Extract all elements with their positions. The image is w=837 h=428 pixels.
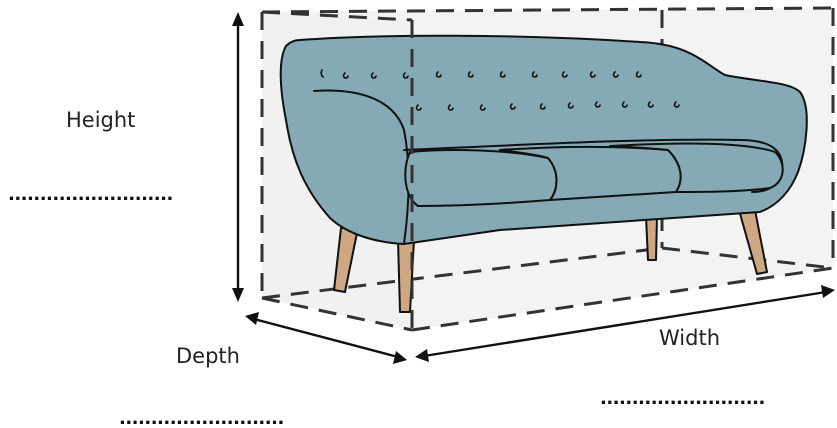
bounding-box-front-edges — [260, 6, 835, 332]
depth-answer-blank[interactable]: .......................... — [119, 408, 284, 428]
sofa-tufting — [320, 69, 680, 111]
height-label: Height — [66, 108, 136, 132]
width-answer-blank[interactable]: .......................... — [600, 388, 765, 409]
arrowhead-icon — [232, 12, 244, 26]
height-answer-blank[interactable]: .......................... — [8, 184, 173, 205]
sofa-arm-left — [313, 89, 410, 245]
arrowhead-icon — [415, 349, 429, 362]
width-arrow — [423, 290, 827, 358]
depth-arrow — [253, 317, 399, 359]
sofa-cushion — [609, 142, 784, 193]
sofa-leg — [397, 239, 415, 313]
arrowhead-icon — [393, 351, 407, 364]
sofa-seat-back — [403, 138, 741, 151]
sofa-leg — [645, 215, 658, 261]
sofa-cushion — [404, 149, 558, 207]
arrowhead-icon — [821, 285, 835, 298]
dimension-arrows — [232, 12, 835, 364]
arrowhead-icon — [232, 288, 244, 302]
width-label: Width — [659, 326, 721, 350]
depth-label: Depth — [176, 344, 240, 368]
arrowhead-icon — [245, 312, 259, 325]
